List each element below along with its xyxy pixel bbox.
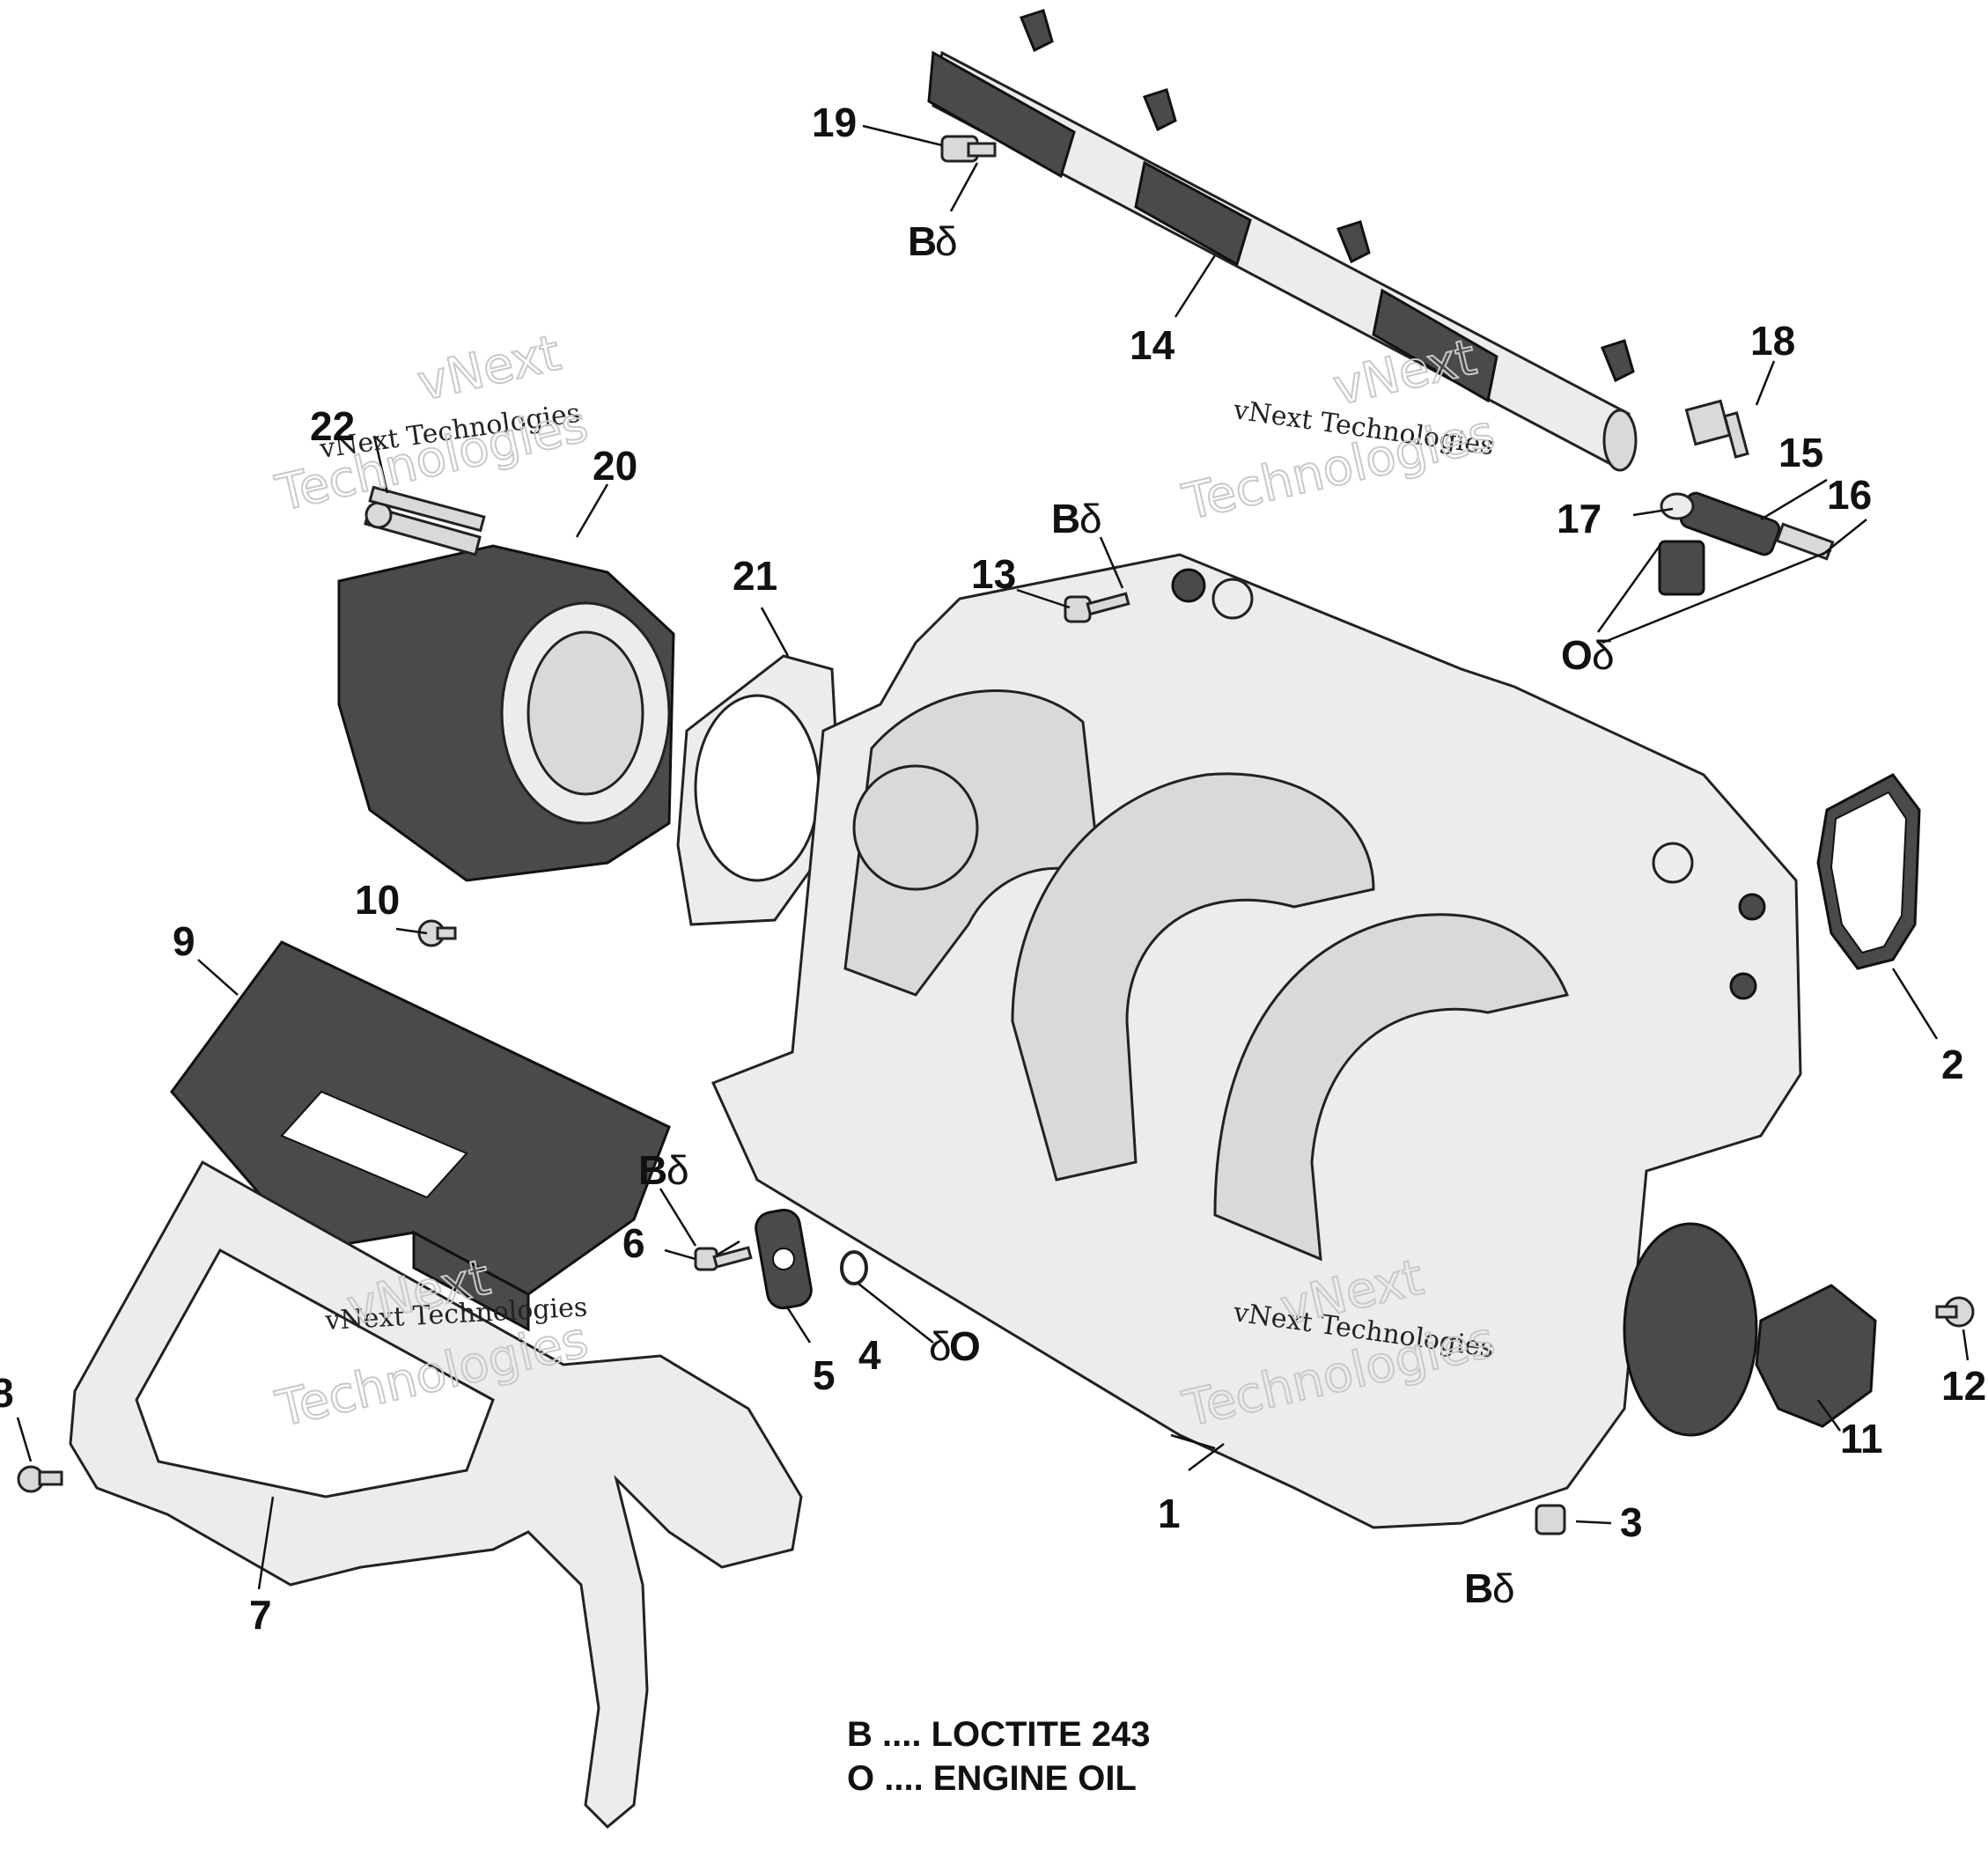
marker-b: B (1464, 1565, 1493, 1611)
damper-screw-part (694, 1246, 753, 1271)
throttle-gasket-part (676, 654, 843, 926)
callout-3: 3 (1620, 1499, 1643, 1545)
legend: B .... LOCTITE 243 O .... ENGINE OIL (847, 1715, 1151, 1798)
callout-20: 20 (593, 443, 637, 489)
marker-b: B (908, 218, 937, 264)
callout-2: 2 (1941, 1042, 1964, 1087)
mounting-bracket-part (69, 1160, 803, 1830)
callout-16: 16 (1827, 472, 1872, 518)
o-ring-part (840, 1250, 868, 1285)
marker-b: B (638, 1147, 667, 1193)
sensor-screw-part (1935, 1296, 1975, 1328)
callout-15: 15 (1778, 430, 1823, 475)
leader-lines (16, 124, 1970, 1590)
drop-icon: δ (929, 1323, 952, 1369)
drop-icon: δ (1492, 1565, 1515, 1611)
injector-clip-part (1684, 399, 1749, 459)
rail-screw-part (940, 135, 997, 163)
ecu-module-part (170, 940, 671, 1332)
callout-8: 8 (0, 1370, 14, 1416)
callout-18: 18 (1750, 318, 1795, 364)
drop-icon: δ (666, 1147, 689, 1193)
drop-icon: δ (935, 218, 958, 264)
callout-9: 9 (173, 918, 195, 964)
callout-4: 4 (858, 1332, 881, 1378)
callout-17: 17 (1557, 496, 1601, 541)
pressure-sensor-part (1755, 1284, 1877, 1428)
intake-manifold-part (711, 553, 1802, 1529)
fuel-injector-part (1658, 491, 1835, 596)
watermark-vnext: vNext (413, 325, 566, 413)
drop-icon: δ (1592, 632, 1615, 678)
callout-21: 21 (733, 553, 777, 599)
callout-11: 11 (1840, 1416, 1883, 1462)
callouts: 1 2 3 4 5 6 7 8 9 10 11 12 13 14 15 16 1… (0, 99, 1986, 1638)
callout-13: 13 (971, 551, 1016, 597)
marker-o: O (949, 1323, 981, 1369)
legend-loctite: B .... LOCTITE 243 (847, 1715, 1151, 1754)
callout-10: 10 (355, 877, 400, 923)
fuel-rail-part (927, 9, 1638, 472)
legend-engine-oil: O .... ENGINE OIL (847, 1759, 1137, 1798)
callout-1: 1 (1158, 1491, 1181, 1536)
manifold-screw-part (1064, 592, 1130, 623)
drop-icon: δ (1079, 496, 1102, 541)
callout-22: 22 (310, 403, 355, 449)
bracket-screw-part (17, 1465, 63, 1493)
rubber-damper-part (755, 1208, 813, 1310)
callout-12: 12 (1941, 1363, 1986, 1409)
marker-b: B (1051, 496, 1080, 541)
ecu-screw-part (417, 919, 457, 947)
spacer-part (1535, 1504, 1566, 1535)
callout-7: 7 (249, 1592, 272, 1638)
throttle-screw-part (368, 485, 486, 533)
callout-19: 19 (812, 99, 857, 145)
callout-14: 14 (1130, 322, 1175, 368)
callout-5: 5 (813, 1352, 836, 1398)
seal-ring-part (1816, 773, 1921, 970)
adhesive-markers: B δ B δ B δ B δ O δ δ O (638, 218, 1615, 1611)
marker-o: O (1561, 632, 1593, 678)
throttle-body-part (337, 501, 675, 882)
callout-6: 6 (622, 1220, 645, 1266)
